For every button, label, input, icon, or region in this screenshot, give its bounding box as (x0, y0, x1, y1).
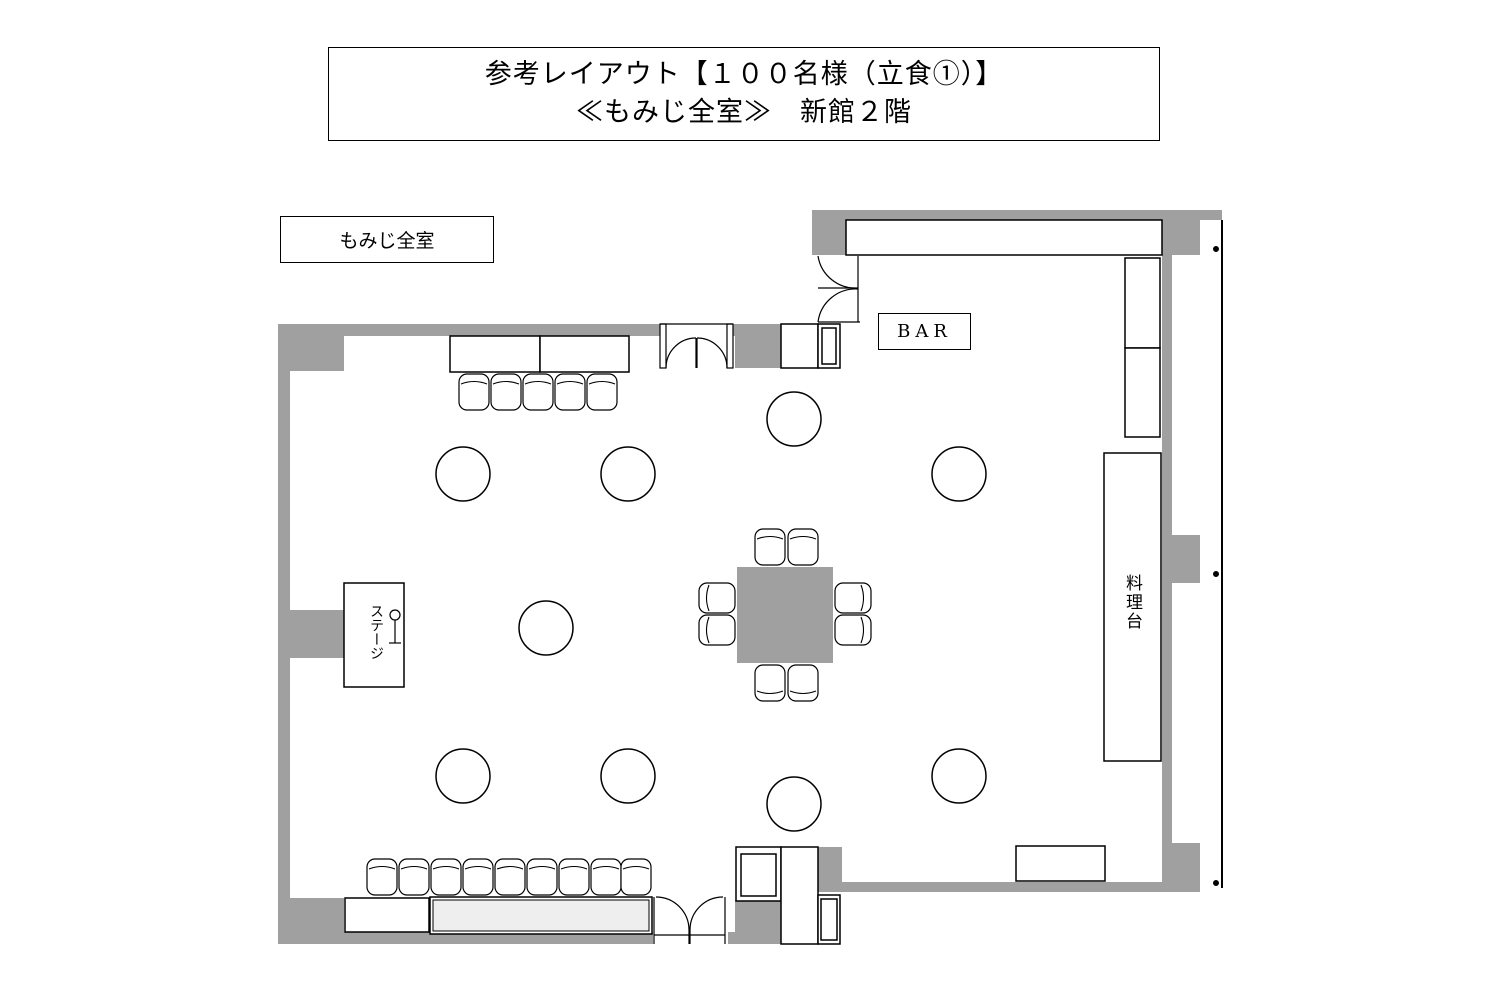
chair (558, 858, 590, 896)
cabinet-bottom-right (780, 846, 819, 945)
door-icon (653, 255, 860, 944)
chair (754, 528, 786, 566)
chair (834, 582, 872, 614)
room-name-label: もみじ全室 (280, 216, 494, 263)
side-counter-lower (1124, 347, 1161, 438)
round-tables (435, 391, 987, 832)
round-table (600, 446, 656, 502)
round-table (766, 776, 822, 832)
stage-label: ステージ (368, 604, 384, 660)
round-table (931, 748, 987, 804)
chair (526, 858, 558, 896)
round-table (518, 600, 574, 656)
round-table (766, 391, 822, 447)
chair (522, 373, 554, 411)
bar-counter-top (845, 219, 1163, 256)
chair (834, 614, 872, 646)
chair (698, 582, 736, 614)
chairs (366, 373, 872, 896)
counters (343, 219, 1163, 945)
corridor-edge (1213, 220, 1223, 888)
bar-label: BAR (878, 313, 971, 350)
round-table (931, 446, 987, 502)
chair (458, 373, 490, 411)
layout-title: 参考レイアウト【１００名様（立食①）】 (484, 59, 1004, 90)
chair (554, 373, 586, 411)
food-counter (1103, 452, 1162, 762)
hall-walls (278, 210, 1222, 944)
center-table (737, 567, 833, 663)
low-counter-left (344, 897, 430, 933)
chair (462, 858, 494, 896)
low-counter-right-inner (432, 899, 650, 932)
chair (787, 528, 819, 566)
chair (620, 858, 652, 896)
chair (590, 858, 622, 896)
chair (490, 373, 522, 411)
stage (343, 582, 405, 688)
chair (430, 858, 462, 896)
bar-cabinet-top (780, 323, 819, 369)
food-counter-label: 料理台 (1122, 574, 1142, 631)
side-counter-upper (1124, 257, 1161, 349)
cabinet-bottom-left-inner (740, 853, 777, 897)
chair (787, 664, 819, 702)
cabinet-bottom-small-inner (820, 898, 838, 941)
bar-cabinet-top-inner2 (821, 327, 837, 365)
round-table (600, 748, 656, 804)
chair (586, 373, 618, 411)
round-table (435, 748, 491, 804)
chair (366, 858, 398, 896)
small-table-bottom-right (1015, 845, 1106, 882)
counter-top-right (539, 335, 630, 373)
chair (494, 858, 526, 896)
chair (398, 858, 430, 896)
chair (754, 664, 786, 702)
chair (698, 614, 736, 646)
microphone-icon (389, 609, 401, 644)
counter-top-left (449, 335, 541, 373)
layout-subtitle: ≪もみじ全室≫ 新館２階 (576, 97, 912, 128)
layout-title-box: 参考レイアウト【１００名様（立食①）】 ≪もみじ全室≫ 新館２階 (328, 47, 1160, 141)
round-table (435, 446, 491, 502)
